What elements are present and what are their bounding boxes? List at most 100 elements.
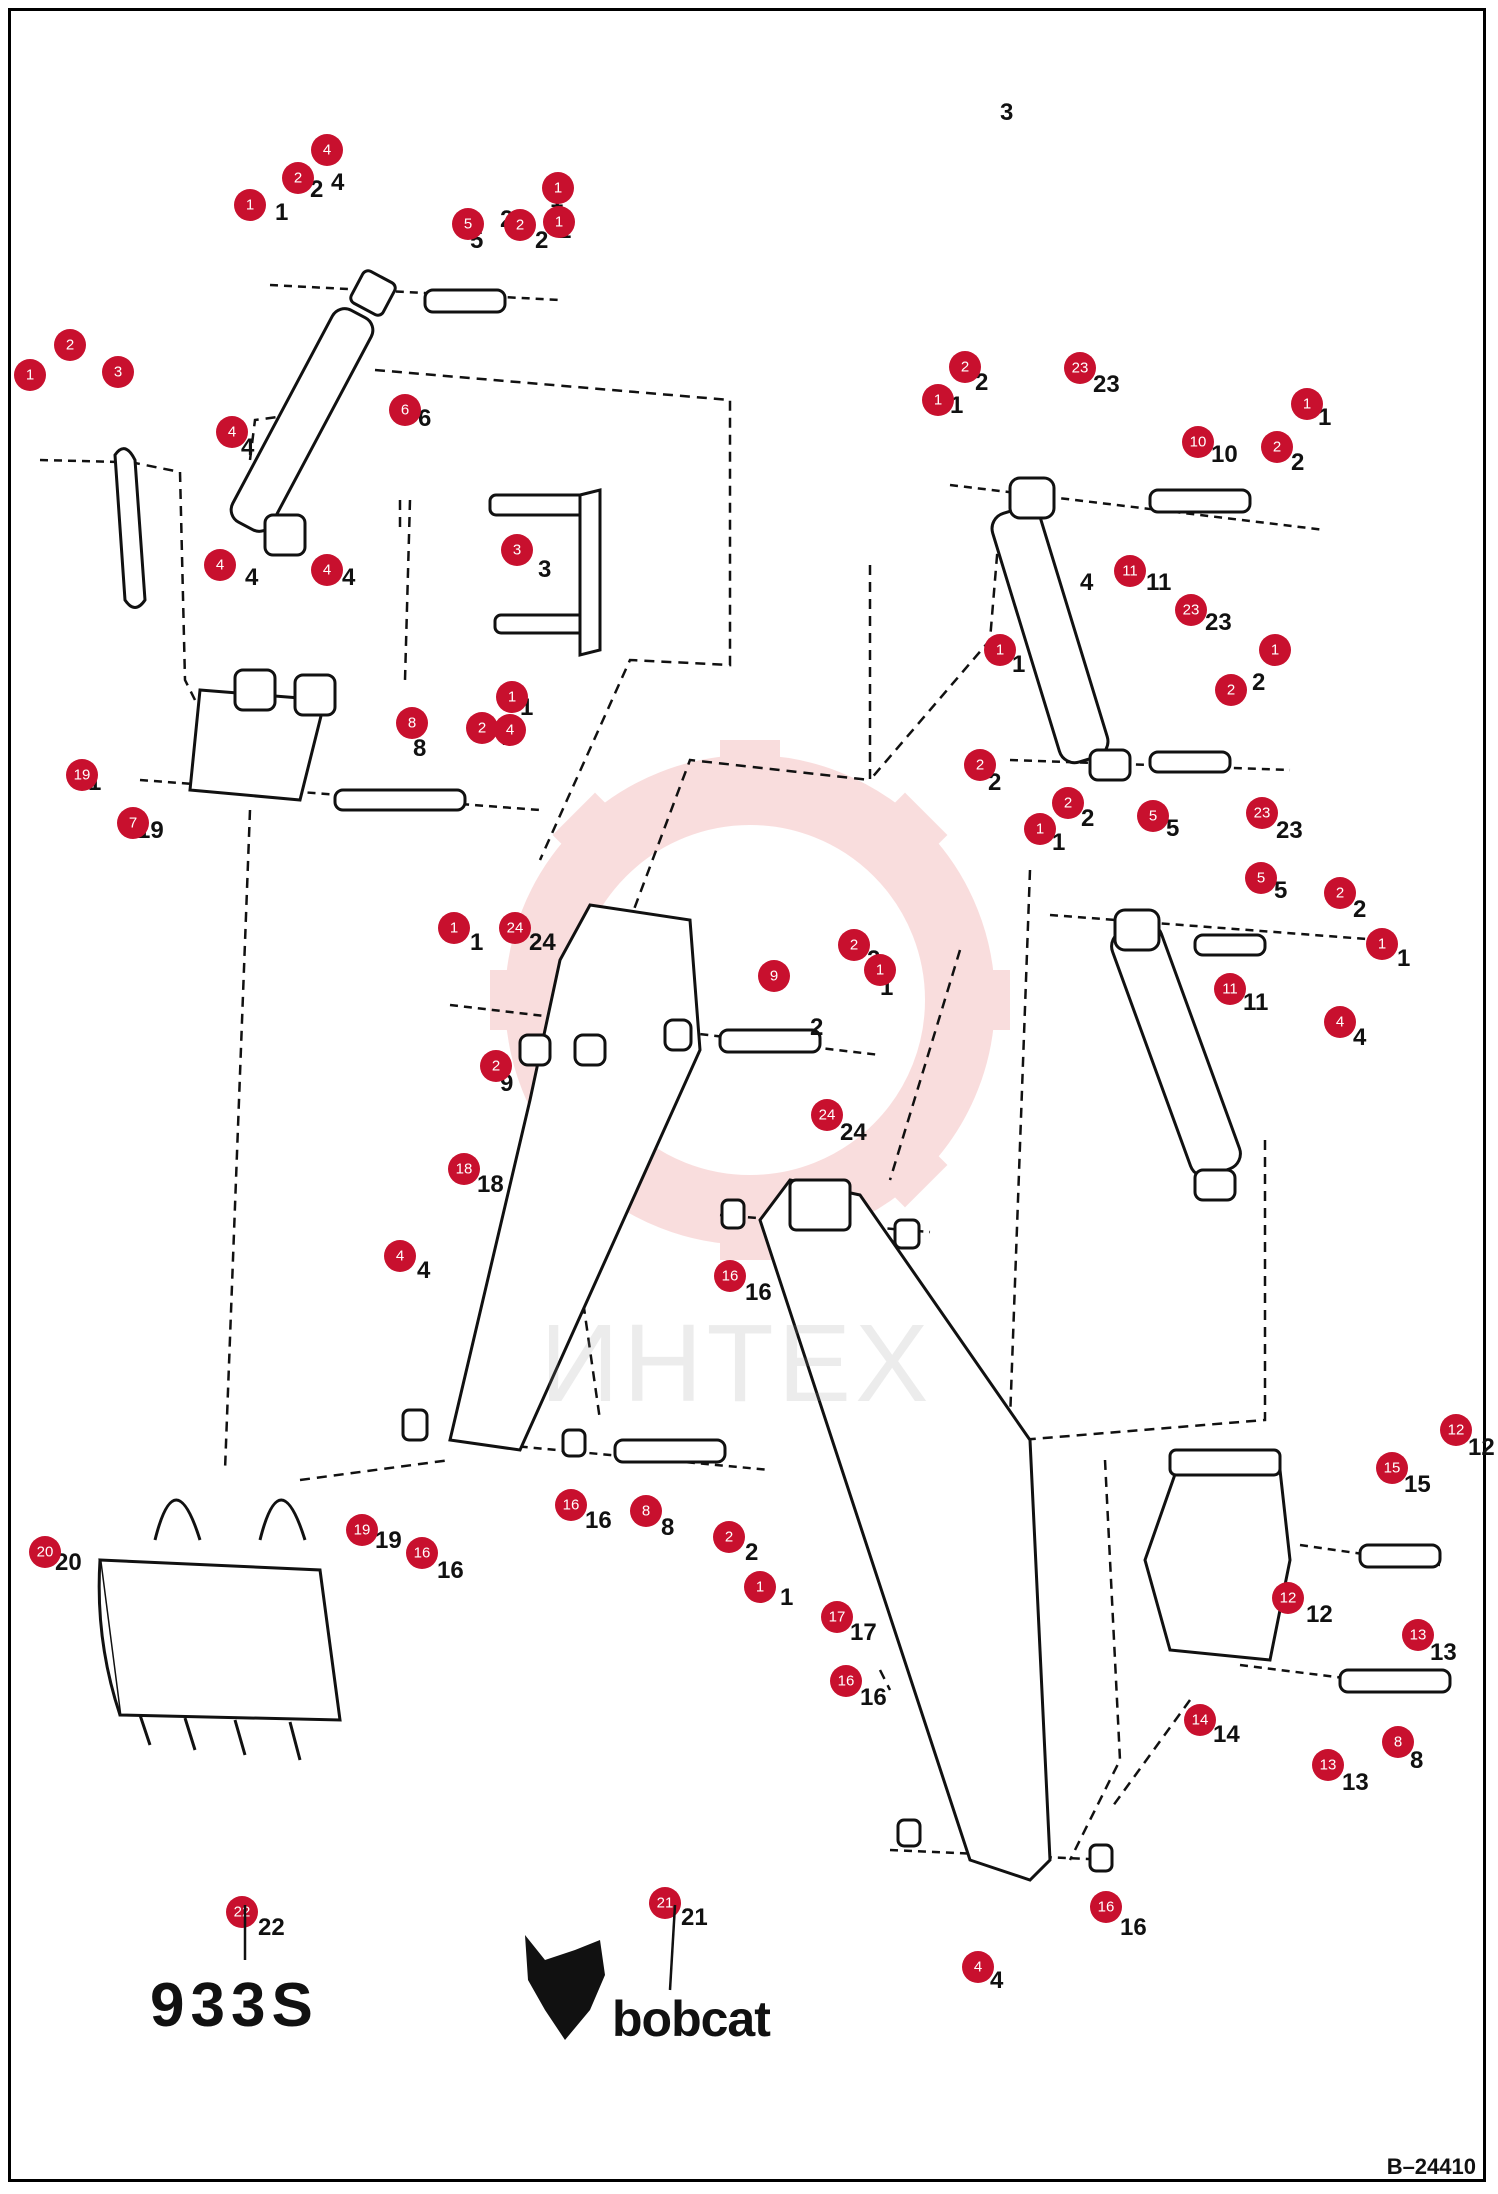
- callout-circle[interactable]: [1245, 862, 1277, 894]
- callout-circle[interactable]: [396, 707, 428, 739]
- callout-8[interactable]: 8: [396, 707, 428, 739]
- callout-19[interactable]: 19: [66, 759, 98, 791]
- callout-circle[interactable]: [630, 1495, 662, 1527]
- callout-circle[interactable]: [494, 714, 526, 746]
- callout-2[interactable]: 2: [54, 329, 86, 361]
- callout-6[interactable]: 6: [389, 394, 421, 426]
- callout-10[interactable]: 10: [1182, 426, 1214, 458]
- callout-circle[interactable]: [744, 1571, 776, 1603]
- callout-16[interactable]: 16: [830, 1665, 862, 1697]
- callout-18[interactable]: 18: [448, 1153, 480, 1185]
- callout-circle[interactable]: [438, 912, 470, 944]
- callout-circle[interactable]: [384, 1240, 416, 1272]
- callout-19[interactable]: 19: [346, 1514, 378, 1546]
- callout-circle[interactable]: [406, 1537, 438, 1569]
- callout-2[interactable]: 2: [480, 1050, 512, 1082]
- callout-12[interactable]: 12: [1440, 1414, 1472, 1446]
- callout-circle[interactable]: [452, 208, 484, 240]
- callout-3[interactable]: 3: [501, 534, 533, 566]
- callout-circle[interactable]: [1312, 1749, 1344, 1781]
- callout-1[interactable]: 1: [744, 1571, 776, 1603]
- callout-21[interactable]: 21: [649, 1887, 681, 1919]
- callout-circle[interactable]: [1324, 877, 1356, 909]
- callout-circle[interactable]: [1114, 555, 1146, 587]
- callout-2[interactable]: 2: [949, 351, 981, 383]
- callout-1[interactable]: 1: [14, 359, 46, 391]
- callout-24[interactable]: 24: [811, 1099, 843, 1131]
- callout-16[interactable]: 16: [555, 1489, 587, 1521]
- callout-2[interactable]: 2: [504, 209, 536, 241]
- callout-5[interactable]: 5: [1245, 862, 1277, 894]
- callout-circle[interactable]: [543, 206, 575, 238]
- callout-1[interactable]: 1: [984, 634, 1016, 666]
- callout-2[interactable]: 2: [282, 162, 314, 194]
- callout-1[interactable]: 1: [1024, 813, 1056, 845]
- callout-1[interactable]: 1: [1259, 634, 1291, 666]
- callout-14[interactable]: 14: [1184, 1704, 1216, 1736]
- callout-circle[interactable]: [501, 534, 533, 566]
- callout-circle[interactable]: [1064, 352, 1096, 384]
- callout-circle[interactable]: [1440, 1414, 1472, 1446]
- callout-circle[interactable]: [1402, 1619, 1434, 1651]
- callout-circle[interactable]: [1175, 594, 1207, 626]
- callout-circle[interactable]: [758, 960, 790, 992]
- callout-1[interactable]: 1: [438, 912, 470, 944]
- callout-5[interactable]: 5: [1137, 800, 1169, 832]
- callout-circle[interactable]: [1291, 388, 1323, 420]
- callout-4[interactable]: 4: [311, 134, 343, 166]
- callout-circle[interactable]: [922, 384, 954, 416]
- callout-1[interactable]: 1: [1366, 928, 1398, 960]
- callout-17[interactable]: 17: [821, 1601, 853, 1633]
- callout-24[interactable]: 24: [499, 912, 531, 944]
- callout-circle[interactable]: [830, 1665, 862, 1697]
- callout-circle[interactable]: [1214, 973, 1246, 1005]
- callout-circle[interactable]: [1324, 1006, 1356, 1038]
- callout-1[interactable]: 1: [496, 681, 528, 713]
- callout-circle[interactable]: [1182, 426, 1214, 458]
- callout-circle[interactable]: [216, 416, 248, 448]
- callout-circle[interactable]: [311, 134, 343, 166]
- callout-11[interactable]: 11: [1214, 973, 1246, 1005]
- callout-23[interactable]: 23: [1246, 797, 1278, 829]
- callout-2[interactable]: 2: [1215, 674, 1247, 706]
- callout-4[interactable]: 4: [1324, 1006, 1356, 1038]
- callout-circle[interactable]: [1090, 1891, 1122, 1923]
- callout-7[interactable]: 7: [117, 807, 149, 839]
- callout-12[interactable]: 12: [1272, 1582, 1304, 1614]
- callout-15[interactable]: 15: [1376, 1452, 1408, 1484]
- callout-circle[interactable]: [821, 1601, 853, 1633]
- callout-3[interactable]: 3: [102, 356, 134, 388]
- callout-circle[interactable]: [234, 189, 266, 221]
- callout-circle[interactable]: [1261, 431, 1293, 463]
- callout-2[interactable]: 2: [1261, 431, 1293, 463]
- callout-8[interactable]: 8: [1382, 1726, 1414, 1758]
- callout-circle[interactable]: [29, 1536, 61, 1568]
- callout-4[interactable]: 4: [494, 714, 526, 746]
- callout-circle[interactable]: [1272, 1582, 1304, 1614]
- callout-circle[interactable]: [1215, 674, 1247, 706]
- callout-circle[interactable]: [311, 554, 343, 586]
- callout-8[interactable]: 8: [630, 1495, 662, 1527]
- callout-circle[interactable]: [1382, 1726, 1414, 1758]
- callout-circle[interactable]: [226, 1896, 258, 1928]
- callout-2[interactable]: 2: [1052, 787, 1084, 819]
- callout-4[interactable]: 4: [204, 549, 236, 581]
- callout-circle[interactable]: [204, 549, 236, 581]
- callout-23[interactable]: 23: [1064, 352, 1096, 384]
- callout-circle[interactable]: [466, 712, 498, 744]
- callout-circle[interactable]: [838, 929, 870, 961]
- callout-13[interactable]: 13: [1312, 1749, 1344, 1781]
- callout-circle[interactable]: [499, 912, 531, 944]
- callout-9[interactable]: 9: [758, 960, 790, 992]
- callout-circle[interactable]: [1246, 797, 1278, 829]
- callout-circle[interactable]: [649, 1887, 681, 1919]
- callout-1[interactable]: 1: [234, 189, 266, 221]
- callout-4[interactable]: 4: [384, 1240, 416, 1272]
- callout-circle[interactable]: [14, 359, 46, 391]
- callout-2[interactable]: 2: [1324, 877, 1356, 909]
- callout-circle[interactable]: [811, 1099, 843, 1131]
- callout-4[interactable]: 4: [962, 1951, 994, 1983]
- callout-16[interactable]: 16: [1090, 1891, 1122, 1923]
- callout-circle[interactable]: [1376, 1452, 1408, 1484]
- callout-circle[interactable]: [555, 1489, 587, 1521]
